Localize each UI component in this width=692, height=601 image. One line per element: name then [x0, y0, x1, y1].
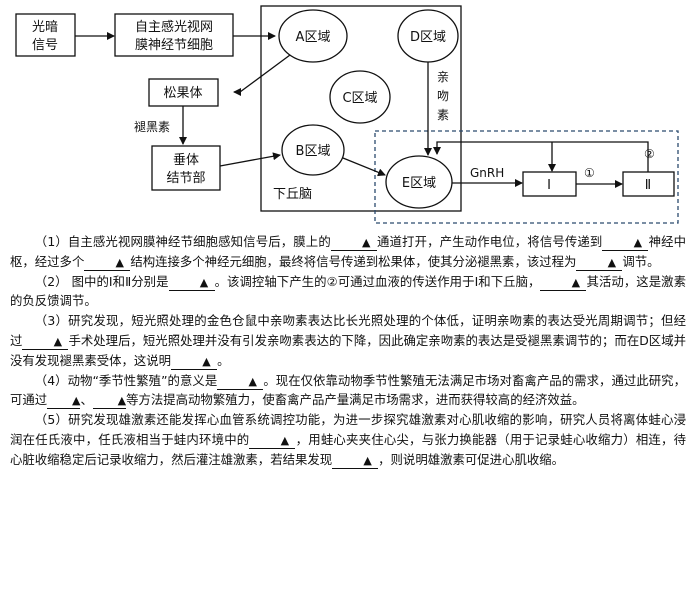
svg-text:Ⅱ: Ⅱ [645, 178, 651, 193]
svg-text:结节部: 结节部 [166, 171, 205, 186]
svg-text:E区域: E区域 [402, 176, 436, 191]
svg-text:C区域: C区域 [342, 91, 377, 106]
svg-text:自主感光视网: 自主感光视网 [135, 19, 213, 35]
svg-text:光暗: 光暗 [32, 20, 58, 35]
organ-ii-box: Ⅱ [622, 171, 675, 197]
answer-blank[interactable]: ▲ [92, 393, 127, 410]
hpg-axis-dashed-region [374, 130, 679, 224]
question-2: （2） 图中的Ⅰ和Ⅱ分别是▲。该调控轴下产生的②可通过血液的传送作用于Ⅰ和下丘脑… [10, 273, 687, 309]
light-signal-box: 光暗 信号 [15, 13, 76, 57]
circle-2-label: ② [644, 147, 655, 161]
arrow-a-to-pineal [233, 54, 291, 96]
retina-ganglion-cells-box: 自主感光视网 膜神经节细胞 [114, 13, 234, 57]
svg-text:吻: 吻 [437, 89, 449, 103]
answer-blank[interactable]: ▲ [602, 235, 649, 251]
region-a: A区域 [278, 9, 348, 63]
svg-text:膜神经节细胞: 膜神经节细胞 [135, 38, 213, 53]
svg-text:D区域: D区域 [410, 30, 446, 45]
organ-i-box: Ⅰ [522, 171, 577, 197]
arrow-pituitary-to-b [219, 152, 281, 167]
answer-blank[interactable]: ▲ [168, 275, 215, 291]
svg-text:A区域: A区域 [296, 30, 331, 45]
circle-1-label: ① [584, 166, 595, 180]
answer-blank[interactable]: ▲ [22, 334, 69, 350]
arrow-b-to-e [342, 157, 386, 177]
svg-text:素: 素 [437, 108, 449, 122]
svg-text:信号: 信号 [32, 38, 58, 53]
feedback-arrow-to-e [433, 141, 649, 172]
answer-blank[interactable]: ▲ [576, 255, 623, 271]
question-5: （5）研究发现雄激素还能发挥心血管系统调控功能，为进一步探究雄激素对心肌收缩的影… [10, 412, 687, 469]
region-e: E区域 [385, 155, 453, 209]
answer-blank[interactable]: ▲ [540, 275, 587, 291]
answer-blank[interactable]: ▲ [249, 433, 296, 449]
svg-text:松果体: 松果体 [163, 86, 202, 101]
question-3: （3）研究发现，短光照处理的金色仓鼠中亲吻素表达比长光照处理的个体低，证明亲吻素… [10, 313, 687, 370]
svg-text:亲: 亲 [437, 70, 449, 84]
answer-blank[interactable]: ▲ [330, 235, 377, 251]
question-text: （1）自主感光视网膜神经节细胞感知信号后，膜上的▲通道打开，产生动作电位，将信号… [10, 232, 686, 470]
svg-text:B区域: B区域 [296, 144, 331, 159]
region-d: D区域 [397, 9, 459, 63]
region-c: C区域 [329, 70, 391, 124]
hormone-regulation-diagram: 光暗 信号 自主感光视网 膜神经节细胞 下丘脑 A区域 D区域 C区域 B区域 … [15, 5, 679, 224]
answer-blank[interactable]: ▲ [217, 374, 264, 390]
answer-blank[interactable]: ▲ [332, 453, 379, 469]
svg-text:Ⅰ: Ⅰ [547, 178, 551, 193]
kisspeptin-label: 亲 吻 素 [437, 70, 449, 122]
region-b: B区域 [281, 124, 345, 176]
question-4: （4）动物“季节性繁殖”的意义是▲。现在仅依靠动物季节性繁殖无法满足市场对畜禽产… [10, 372, 686, 410]
pituitary-pars-tuberalis-box: 垂体 结节部 [151, 145, 221, 191]
svg-text:垂体: 垂体 [173, 153, 199, 168]
gnrh-label: GnRH [470, 166, 504, 180]
melatonin-label: 褪黑素 [134, 119, 170, 134]
hypothalamus-label: 下丘脑 [273, 187, 312, 202]
pineal-gland-box: 松果体 [148, 78, 219, 107]
answer-blank[interactable]: ▲ [171, 354, 218, 370]
hypothalamus-box [260, 5, 462, 212]
answer-blank[interactable]: ▲ [47, 393, 81, 410]
question-1: （1）自主感光视网膜神经节细胞感知信号后，膜上的▲通道打开，产生动作电位，将信号… [10, 234, 687, 271]
answer-blank[interactable]: ▲ [84, 255, 131, 271]
